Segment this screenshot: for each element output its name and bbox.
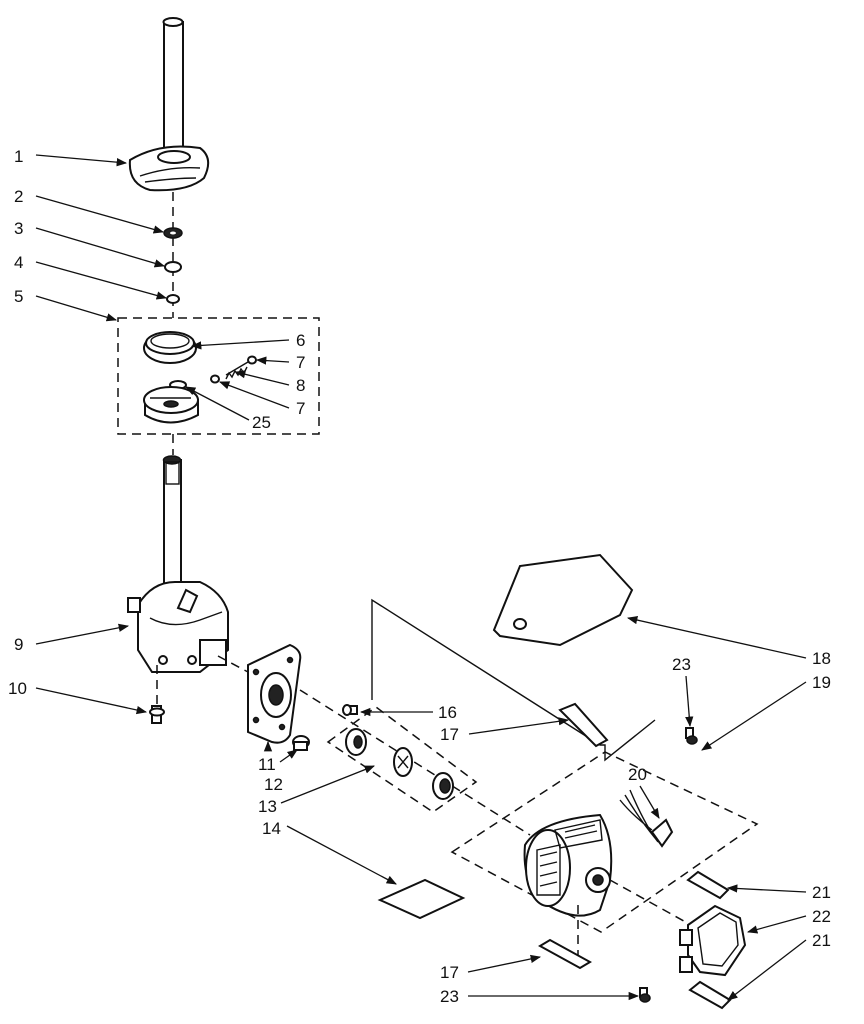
label-10: 10 [8, 679, 27, 698]
label-21-lower: 21 [812, 931, 831, 950]
label-19: 19 [812, 673, 831, 692]
label-9: 9 [14, 635, 23, 654]
label-11: 11 [258, 755, 276, 774]
part-18-shield [492, 553, 634, 647]
part-16-screw [342, 704, 358, 716]
drive-shaft-lower [162, 455, 182, 607]
label-17-lower: 17 [440, 963, 459, 982]
part-6-band [143, 331, 197, 364]
part-23-screw-upper [685, 727, 698, 745]
axis-line-pulley [299, 689, 531, 836]
label-18: 18 [812, 649, 831, 668]
label-16: 16 [438, 703, 457, 722]
part-13-pulleys [345, 728, 454, 800]
part-10-bolt [149, 705, 165, 724]
label-23-lower: 23 [440, 987, 459, 1006]
label-21-upper: 21 [812, 883, 831, 902]
label-14: 14 [262, 819, 281, 838]
part-1-cam [128, 145, 210, 192]
leader-lines [35, 154, 807, 1001]
drive-shaft-upper [162, 17, 184, 163]
label-25: 25 [252, 413, 271, 432]
label-2: 2 [14, 187, 23, 206]
clutch-assembly-box [117, 317, 320, 435]
part-17-bracket-lower [537, 938, 593, 970]
part-8-spring [210, 355, 257, 384]
part-22-cover [679, 904, 747, 977]
clutch-hub [143, 386, 199, 424]
part-17-bracket-upper [558, 702, 609, 748]
label-6: 6 [296, 331, 305, 350]
label-22: 22 [812, 907, 831, 926]
part-labels: 1 2 3 4 5 6 7 8 7 25 9 10 16 17 11 12 13… [8, 147, 831, 1006]
pulley-kit-box [326, 706, 478, 813]
part-20-switch [619, 789, 674, 848]
motor-axis [609, 879, 701, 931]
motor [523, 813, 613, 917]
label-23-upper: 23 [672, 655, 691, 674]
motor-assembly-box [450, 751, 759, 933]
part-3-ring [164, 261, 182, 273]
axis-line-plate [217, 655, 249, 673]
label-17-upper: 17 [440, 725, 459, 744]
part-11-plate [247, 643, 302, 744]
part-18-hole [513, 618, 527, 630]
label-7-upper: 7 [296, 353, 305, 372]
part-23-screw-lower [639, 987, 651, 1003]
label-1: 1 [14, 147, 23, 166]
label-13: 13 [258, 797, 277, 816]
part-9-gearcase [127, 581, 229, 673]
part-14-pad [377, 878, 466, 920]
part-2-hole [170, 231, 176, 235]
part-21-clip-lower [688, 980, 732, 1010]
label-3: 3 [14, 219, 23, 238]
part-12-nut [292, 735, 310, 751]
label-7-lower: 7 [296, 399, 305, 418]
label-4: 4 [14, 253, 23, 272]
label-20: 20 [628, 765, 647, 784]
part-21-clip-upper [686, 870, 730, 900]
wire-path [371, 598, 656, 762]
label-5: 5 [14, 287, 23, 306]
part-4-ring [166, 294, 180, 304]
label-12: 12 [264, 775, 283, 794]
label-8: 8 [296, 376, 305, 395]
